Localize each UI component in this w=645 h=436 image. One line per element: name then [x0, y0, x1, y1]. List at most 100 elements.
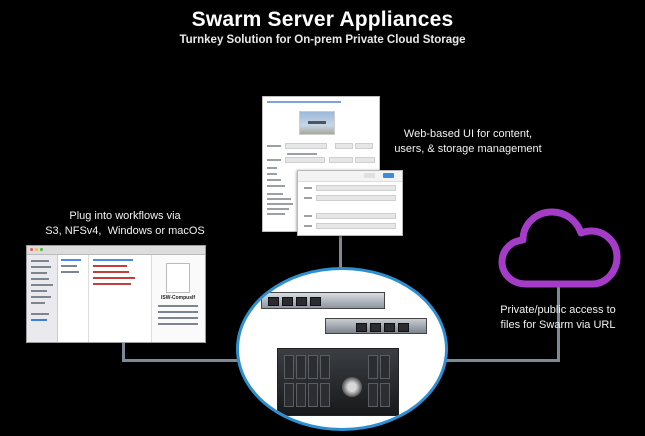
connector-web-down: [339, 232, 342, 268]
finder-column-2: [89, 255, 152, 342]
dialog-field-decor: [316, 223, 396, 229]
drive-bay: [380, 383, 390, 407]
web-ui-text-decor: [267, 213, 285, 215]
drive-bay: [284, 383, 294, 407]
web-ui-text-decor: [267, 193, 283, 195]
sidebar-item-decor: [31, 278, 49, 280]
column-item-decor: [61, 259, 81, 261]
web-ui-field-decor: [355, 157, 375, 163]
connector-right-vertical: [557, 286, 560, 362]
window-close-dot-icon: [30, 248, 33, 251]
sidebar-item-decor: [31, 266, 51, 268]
dialog-text-decor: [304, 215, 312, 217]
page-subtitle: Turnkey Solution for On-prem Private Clo…: [179, 34, 466, 46]
file-browser-screenshot: ISW-Compuslf: [26, 245, 206, 343]
drive-caddy: [356, 323, 367, 332]
web-ui-text-decor: [267, 159, 281, 161]
rack-server-1u: [261, 292, 385, 309]
cloud-icon: [498, 208, 621, 288]
drive-bay: [320, 355, 330, 379]
sidebar-item-decor: [31, 290, 47, 292]
finder-column-1: [58, 255, 89, 342]
drive-bay: [308, 383, 318, 407]
document-preview-icon: [166, 263, 190, 293]
dialog-cancel-button-decor: [364, 173, 375, 178]
drive-caddy: [370, 323, 381, 332]
dialog-text-decor: [304, 197, 312, 199]
web-ui-caption-line1: Web-based UI for content,: [403, 128, 533, 140]
web-ui-text-decor: [267, 179, 281, 181]
column-item-decor: [93, 259, 133, 261]
sidebar-item-decor: [31, 302, 45, 304]
sidebar-item-decor: [31, 313, 49, 315]
preview-meta-decor: [158, 311, 198, 313]
web-ui-text-decor: [267, 203, 293, 205]
workflows-caption: Plug into workflows via S3, NFSv4, Windo…: [30, 209, 220, 239]
web-ui-text-decor: [267, 173, 277, 175]
connector-left-horizontal: [122, 359, 240, 362]
sidebar-item-decor: [31, 319, 47, 321]
drive-bay: [368, 355, 378, 379]
window-zoom-dot-icon: [40, 248, 43, 251]
drive-bay: [380, 355, 390, 379]
web-ui-header-decor: [267, 101, 341, 103]
preview-meta-decor: [158, 305, 198, 307]
page-title: Swarm Server Appliances: [191, 8, 454, 31]
web-ui-text-decor: [287, 153, 317, 155]
drive-bay: [308, 355, 318, 379]
column-item-decor: [61, 265, 77, 267]
web-ui-text-decor: [267, 198, 291, 200]
column-item-decor: [93, 283, 131, 285]
finder-preview-column: [152, 255, 204, 342]
preview-meta-decor: [158, 323, 198, 325]
dialog-text-decor: [304, 225, 312, 227]
drive-caddy: [398, 323, 409, 332]
server-appliances-image: [236, 267, 448, 431]
web-ui-field-decor: [329, 157, 353, 163]
storage-chassis-4u: [277, 348, 399, 416]
web-ui-field-decor: [285, 157, 325, 163]
drive-bay: [296, 383, 306, 407]
drive-caddy: [282, 297, 293, 306]
aircraft-thumbnail-image: [299, 111, 335, 135]
column-item-decor: [61, 271, 79, 273]
web-ui-text-decor: [267, 208, 289, 210]
drive-bay: [284, 355, 294, 379]
drive-caddy: [310, 297, 321, 306]
dialog-text-decor: [304, 187, 312, 189]
web-ui-text-decor: [267, 167, 277, 169]
workflows-caption-line1: Plug into workflows via: [69, 210, 181, 222]
window-minimize-dot-icon: [35, 248, 38, 251]
web-ui-caption-line2: users, & storage management: [394, 143, 542, 155]
drive-caddy: [268, 297, 279, 306]
swarm-hex-logo-icon: [342, 377, 362, 397]
dialog-field-decor: [316, 185, 396, 191]
finder-info-title: ISW-Compuslf: [161, 295, 196, 301]
drive-bay: [296, 355, 306, 379]
sidebar-item-decor: [31, 296, 51, 298]
column-item-decor: [93, 265, 127, 267]
web-ui-field-decor: [335, 143, 353, 149]
connector-right-horizontal: [444, 359, 560, 362]
workflows-caption-line2: S3, NFSv4, Windows or macOS: [45, 225, 205, 237]
sidebar-item-decor: [31, 272, 47, 274]
column-item-decor: [93, 277, 135, 279]
access-caption: Private/public access to files for Swarm…: [488, 303, 628, 333]
drive-caddy: [384, 323, 395, 332]
column-item-decor: [93, 271, 129, 273]
sidebar-item-decor: [31, 284, 53, 286]
sidebar-item-decor: [31, 260, 49, 262]
finder-sidebar: [27, 255, 58, 342]
web-ui-caption: Web-based UI for content, users, & stora…: [384, 127, 552, 157]
access-caption-line2: files for Swarm via URL: [500, 319, 616, 331]
dialog-field-decor: [316, 195, 396, 201]
access-caption-line1: Private/public access to: [500, 304, 616, 316]
connector-left-vertical: [122, 342, 125, 362]
finder-titlebar: [27, 246, 205, 255]
drive-caddy: [296, 297, 307, 306]
web-ui-field-decor: [285, 143, 327, 149]
preview-meta-decor: [158, 317, 198, 319]
web-ui-dialog-screenshot: [297, 170, 403, 236]
web-ui-text-decor: [267, 145, 281, 147]
dialog-field-decor: [316, 213, 396, 219]
